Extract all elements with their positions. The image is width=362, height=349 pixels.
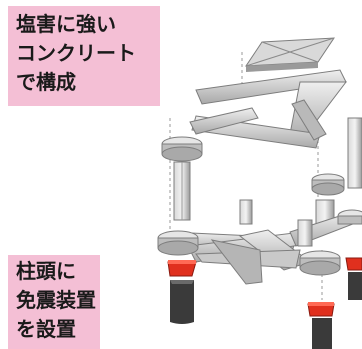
lower-column-capitals xyxy=(157,209,362,276)
callout-seismic-isolator: 柱頭に 免震装置 を設置 xyxy=(8,255,100,349)
pedestal-right xyxy=(312,318,332,349)
seismic-isolator-right xyxy=(307,302,335,317)
pedestal-far xyxy=(348,272,362,300)
callout-line: 塩害に強い xyxy=(16,12,116,36)
upper-beam-frame xyxy=(189,69,348,149)
upper-columns xyxy=(173,117,362,227)
callout-line: を設置 xyxy=(16,317,76,341)
seismic-isolator-far xyxy=(345,257,362,271)
lower-columns xyxy=(239,199,313,247)
callout-line: で構成 xyxy=(16,70,76,94)
upper-column-capital xyxy=(161,136,203,162)
pedestal-left xyxy=(170,280,194,324)
seismic-isolator-left xyxy=(167,260,197,277)
right-column-capital xyxy=(311,173,345,196)
roof-slab-piece xyxy=(245,37,335,72)
callout-salt-resistant-concrete: 塩害に強い コンクリート で構成 xyxy=(8,6,160,106)
callout-line: 免震装置 xyxy=(16,288,96,312)
callout-line: コンクリート xyxy=(16,41,136,65)
callout-line: 柱頭に xyxy=(16,259,76,283)
